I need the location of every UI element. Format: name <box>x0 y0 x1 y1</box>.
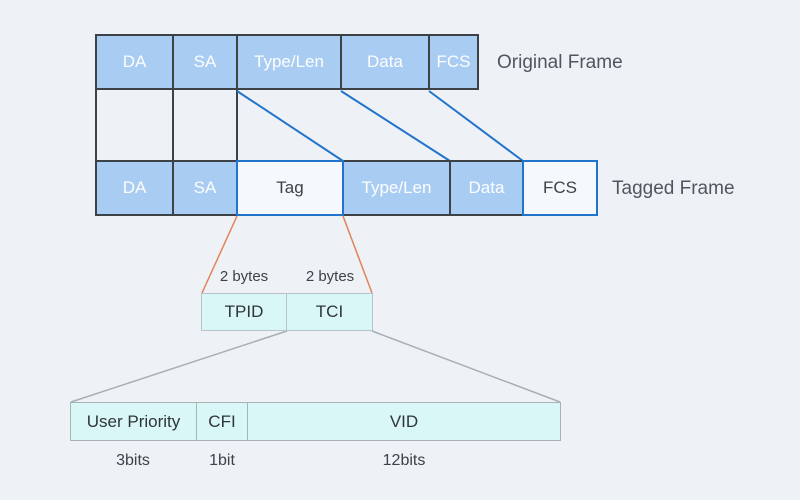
field-label: SA <box>193 178 217 197</box>
field-label: DA <box>122 52 147 71</box>
tci-expand-line-left <box>70 330 288 403</box>
original-frame-field-typelen: Type/Len <box>236 34 342 90</box>
field-label: User Priority <box>86 411 181 431</box>
tci-field-vid: VID <box>247 402 561 441</box>
tag-field-tci: TCI <box>286 293 373 331</box>
user-priority-bits-label: 3bits <box>116 452 150 469</box>
cfi-bits-label: 1bit <box>209 452 235 469</box>
field-label: Tag <box>276 178 304 197</box>
tagged-frame-field-typelen: Type/Len <box>342 160 451 216</box>
tagged-frame-field-da: DA <box>95 160 174 216</box>
shift-line-data <box>340 90 451 162</box>
shift-line-typelen <box>236 90 344 162</box>
tagged-frame-field-sa: SA <box>172 160 238 216</box>
vid-bits-label: 12bits <box>382 452 426 469</box>
tci-field-user-priority: User Priority <box>70 402 197 441</box>
original-frame-field-sa: SA <box>172 34 238 90</box>
tagged-frame-field-tag: Tag <box>236 160 344 216</box>
field-label: VID <box>389 411 419 431</box>
field-label: TPID <box>224 302 264 321</box>
tpid-size-label: 2 bytes <box>219 268 269 285</box>
tag-field-tpid: TPID <box>201 293 287 331</box>
original-frame-field-data: Data <box>340 34 430 90</box>
original-frame-field-da: DA <box>95 34 174 90</box>
field-label: TCI <box>315 302 344 321</box>
field-label: Type/Len <box>254 52 324 71</box>
tci-expand-line-right <box>371 330 561 403</box>
field-label: DA <box>122 178 147 197</box>
tci-size-label: 2 bytes <box>305 268 355 285</box>
tagged-frame-label: Tagged Frame <box>612 178 735 199</box>
original-frame-label: Original Frame <box>497 52 623 73</box>
field-label: Data <box>468 178 505 197</box>
field-label: CFI <box>208 411 236 431</box>
tagged-frame-field-data: Data <box>449 160 524 216</box>
field-label: FCS <box>543 178 577 197</box>
field-label: Data <box>367 52 403 71</box>
field-label: FCS <box>436 52 471 71</box>
shift-line-fcs <box>428 90 524 162</box>
original-frame-field-fcs-crossed: FCS <box>428 34 479 90</box>
tci-field-cfi: CFI <box>196 402 248 441</box>
tagged-frame-field-fcs: FCS <box>522 160 598 216</box>
field-label: Type/Len <box>361 178 432 197</box>
field-label: SA <box>193 52 217 71</box>
